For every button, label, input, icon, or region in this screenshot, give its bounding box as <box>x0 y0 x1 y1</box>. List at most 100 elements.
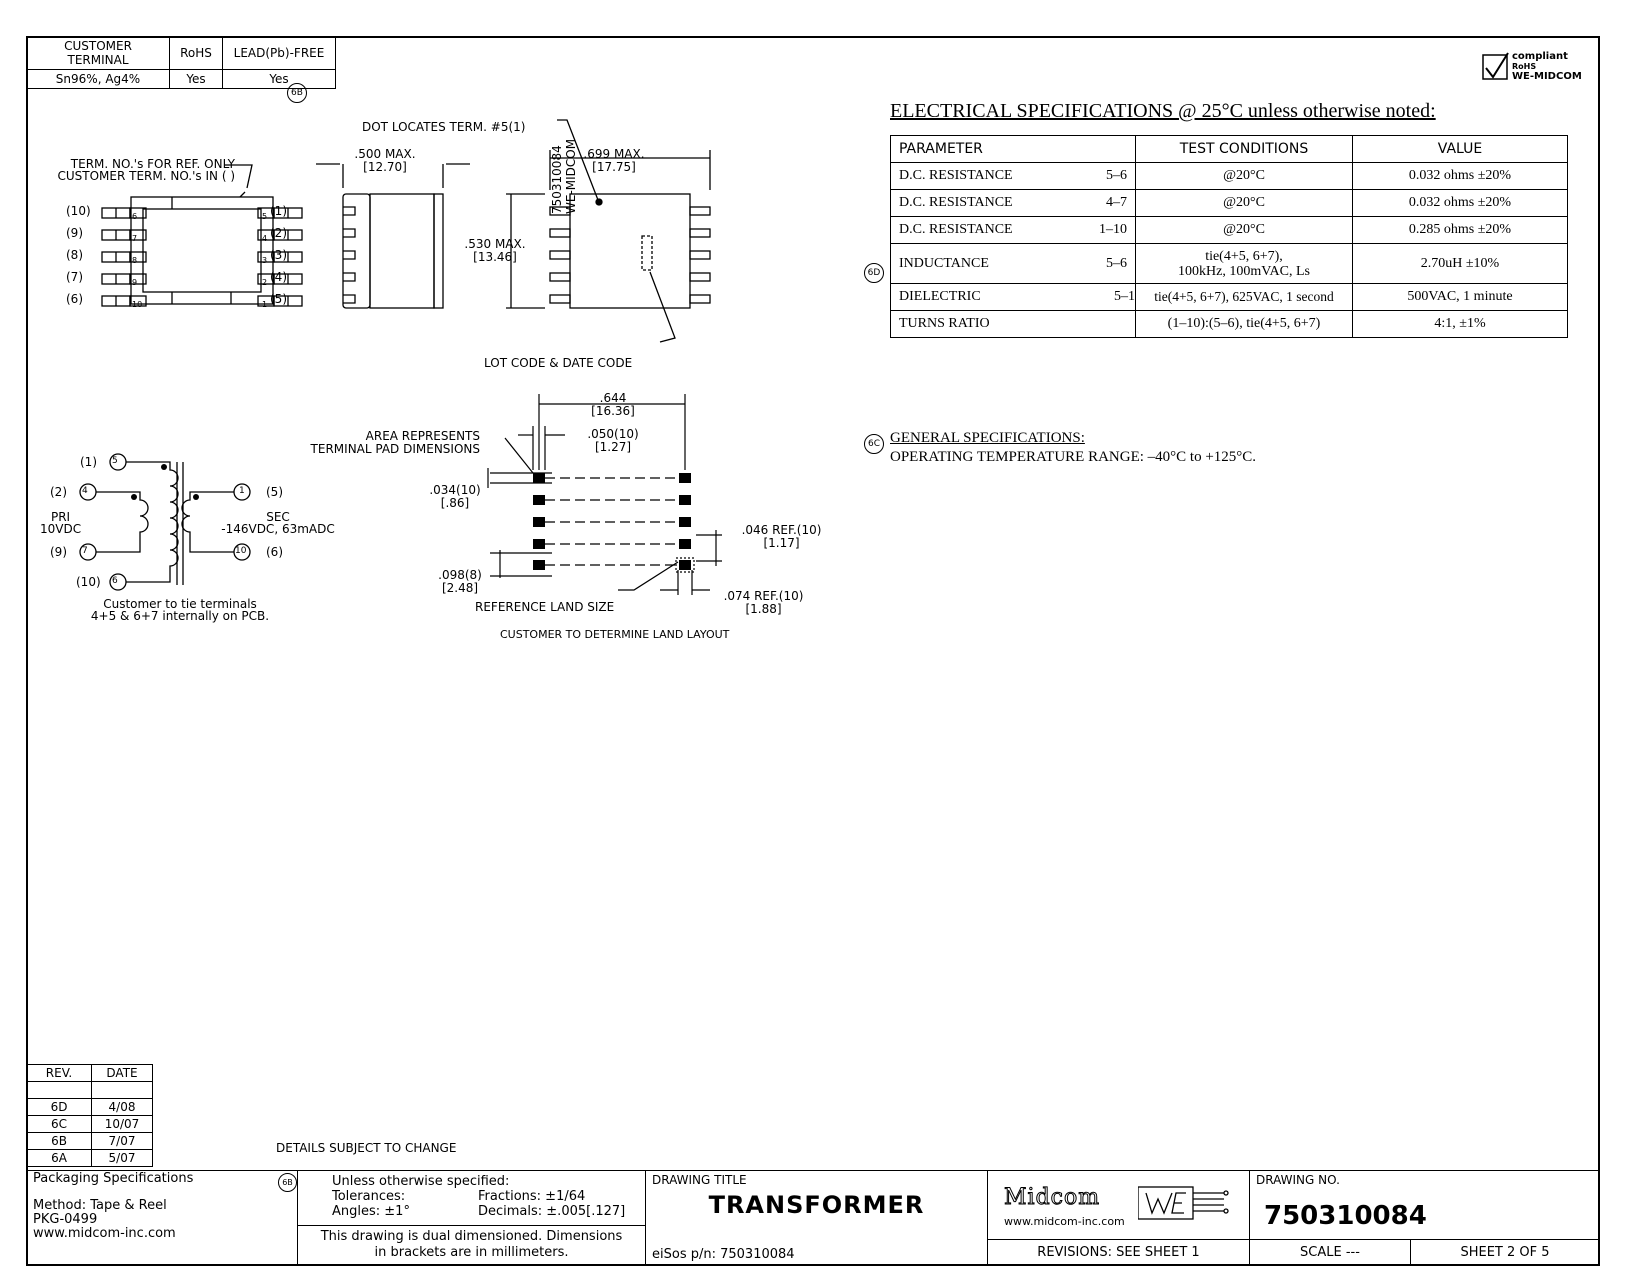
label-left: (9) <box>66 226 83 240</box>
rohs-badge: compliant RoHS WE-MIDCOM <box>1482 52 1592 86</box>
sch-ext-6: (6) <box>266 545 283 559</box>
schematic-note2: 4+5 & 6+7 internally on PCB. <box>90 609 270 623</box>
footprint-pins-left <box>101 207 131 307</box>
land-pitch-dim: .644 <box>599 391 627 405</box>
inner-num: 7 <box>132 234 138 243</box>
rev-mark-circle: 6B <box>287 83 307 103</box>
pri-label: PRI <box>50 510 71 524</box>
inner-num: 10 <box>132 300 143 309</box>
rev-cell: 6B <box>26 1132 92 1150</box>
rev-cell: 6A <box>26 1149 92 1167</box>
ref1-dim-mm: [1.17] <box>763 536 800 550</box>
customer-land-note: CUSTOMER TO DETERMINE LAND LAYOUT <box>500 628 730 641</box>
ref2-dim: .074 REF.(10) <box>723 589 804 603</box>
rohs-line3: WE-MIDCOM <box>1512 71 1582 82</box>
sec-label: SEC <box>266 510 290 524</box>
inner-num: 6 <box>132 212 138 221</box>
rev-mark-6b: 6B <box>278 1173 297 1192</box>
pkg-url: www.midcom-inc.com <box>33 1226 176 1241</box>
pkg-method: Method: Tape & Reel <box>33 1198 167 1213</box>
label-right: (3) <box>270 248 287 262</box>
rev-cell: 6D <box>26 1098 92 1116</box>
inner-num: 8 <box>132 256 138 265</box>
width-dim: .500 MAX. <box>354 147 416 161</box>
date-cell: 4/08 <box>91 1098 153 1116</box>
pad-height-dim-mm: [.86] <box>440 496 470 510</box>
spec-param: DIELECTRIC <box>899 289 981 304</box>
spec-param: D.C. RESISTANCE <box>899 222 1013 237</box>
dual-dim-note1: This drawing is dual dimensioned. Dimens… <box>320 1229 623 1244</box>
spec-cond: tie(4+5, 6+7), <box>1205 248 1283 264</box>
sch-ext-5: (5) <box>266 485 283 499</box>
eisos-pn: eiSos p/n: 750310084 <box>652 1247 795 1262</box>
spec-pins: 5–1 <box>1114 289 1135 304</box>
tol-label: Tolerances: <box>332 1189 406 1204</box>
sch-int-6: 6 <box>112 576 118 586</box>
side-view-body <box>369 193 435 309</box>
inner-num: 5 <box>262 212 268 221</box>
rev-cell: 6C <box>26 1115 92 1133</box>
revisions-note: REVISIONS: SEE SHEET 1 <box>1037 1245 1200 1260</box>
rev-header: REV. <box>26 1064 92 1082</box>
date-header: DATE <box>91 1064 153 1082</box>
drawing-title: TRANSFORMER <box>708 1191 925 1219</box>
label-left: (10) <box>66 204 91 218</box>
label-left: (6) <box>66 292 83 306</box>
pad-width-dim: .050(10) <box>587 427 639 441</box>
sch-ext-9: (9) <box>50 545 67 559</box>
spec-value: 0.032 ohms ±20% <box>1352 189 1568 217</box>
width-dim-mm: [12.70] <box>363 160 407 174</box>
revisions-note-block: REVISIONS: SEE SHEET 1 <box>987 1239 1250 1266</box>
land-pads <box>533 473 691 570</box>
spec-header-parameter: PARAMETER <box>890 135 1136 163</box>
dual-dim-note2: in brackets are in millimeters. <box>374 1245 569 1260</box>
general-spec-title: GENERAL SPECIFICATIONS: <box>890 430 1085 446</box>
date-cell: 7/07 <box>91 1132 153 1150</box>
label-right: (4) <box>270 270 287 284</box>
rev-mark-6d: 6D <box>864 263 884 283</box>
tol-title: Unless otherwise specified: <box>332 1174 510 1189</box>
packaging-block: Packaging Specifications Method: Tape & … <box>26 1170 298 1266</box>
term-note2: CUSTOMER TERM. NO.'s IN ( ) <box>57 169 236 183</box>
pad-width-dim-mm: [1.27] <box>594 440 632 454</box>
rohs-line2: RoHS <box>1512 62 1537 71</box>
sch-int-5: 5 <box>112 456 118 466</box>
tol-angles: Angles: ±1° <box>332 1204 410 1219</box>
terminal-table: CUSTOMER TERMINAL RoHS LEAD(Pb)-FREE Sn9… <box>26 36 336 89</box>
term-note1: TERM. NO.'s FOR REF. ONLY <box>70 157 235 171</box>
component-drawings <box>101 119 711 343</box>
spec-pins: 1–10 <box>1099 222 1127 237</box>
transformer-schematic <box>79 453 251 591</box>
label-right: (5) <box>270 292 287 306</box>
height-dim: .530 MAX. <box>464 237 526 251</box>
tolerance-block: Unless otherwise specified: Tolerances: … <box>297 1170 646 1266</box>
inner-num: 4 <box>262 234 268 243</box>
drawing-no-block: DRAWING NO. 750310084 <box>1249 1170 1600 1240</box>
sch-int-1: 1 <box>239 486 245 496</box>
midcom-url: www.midcom-inc.com <box>1004 1215 1125 1228</box>
spec-pins: 5–6 <box>1106 255 1127 271</box>
value-customer-terminal: Sn96%, Ag4% <box>26 69 170 89</box>
tol-fractions: Fractions: ±1/64 <box>478 1189 586 1204</box>
height-dim-mm: [13.46] <box>473 250 517 264</box>
area-note1: AREA REPRESENTS <box>365 429 480 443</box>
scale-text: SCALE --- <box>1300 1245 1360 1260</box>
area-note2: TERMINAL PAD DIMENSIONS <box>310 442 480 456</box>
drawing-title-label: DRAWING TITLE <box>652 1173 747 1187</box>
land-pattern <box>487 394 722 595</box>
ref2-dim-mm: [1.88] <box>745 602 782 616</box>
part-marking: 750310084 <box>550 145 564 214</box>
schematic-note1: Customer to tie terminals <box>103 597 257 611</box>
sch-int-4: 4 <box>82 486 88 496</box>
value-rohs: Yes <box>169 69 223 89</box>
footprint-left-labels: (10) (9) (8) (7) (6) <box>66 200 91 310</box>
sch-ext-10: (10) <box>76 575 101 589</box>
spec-value: 500VAC, 1 minute <box>1352 283 1568 311</box>
spec-param: D.C. RESISTANCE <box>899 168 1013 183</box>
spec-cond: @20°C <box>1135 216 1353 244</box>
sheet-text: SHEET 2 OF 5 <box>1460 1245 1550 1260</box>
spec-param: TURNS RATIO <box>899 316 990 331</box>
spec-header-conditions: TEST CONDITIONS <box>1135 135 1353 163</box>
